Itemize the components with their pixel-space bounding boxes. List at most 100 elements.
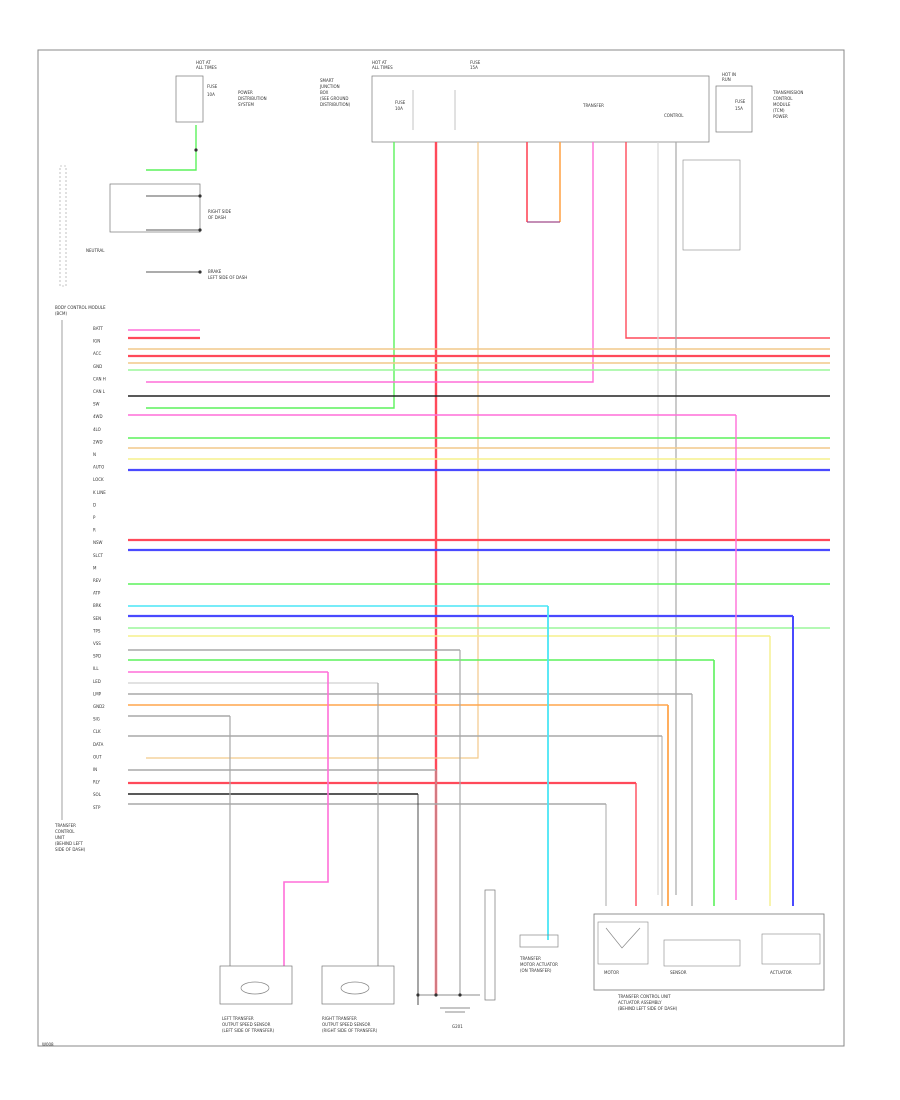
svg-text:(BEHIND LEFT: (BEHIND LEFT <box>55 841 83 846</box>
svg-text:(RIGHT SIDE OF TRANSFER): (RIGHT SIDE OF TRANSFER) <box>322 1028 378 1033</box>
splice-dot <box>458 993 462 997</box>
pin-label: VSS <box>93 641 101 646</box>
pin-label: K LINE <box>93 490 106 495</box>
pin-label: 4WD <box>93 414 103 419</box>
neutral-label: NEUTRAL <box>86 248 105 253</box>
pin-label: BRK <box>93 603 102 608</box>
fuse-box-center: HOT AT ALL TIMES FUSE 15A FUSE 10A SMART… <box>319 60 710 143</box>
pin-label: SLCT <box>93 553 104 558</box>
pin-label: AUTO <box>93 465 104 470</box>
pin-label: CAN L <box>93 389 106 394</box>
svg-text:JUNCTION: JUNCTION <box>319 84 340 89</box>
relay-left-line-2: SYSTEM <box>238 102 254 107</box>
pin-label: R <box>93 528 96 533</box>
pin-label: CLK <box>93 729 101 734</box>
relay-box <box>682 159 741 251</box>
right-speed-sensor: RIGHT TRANSFER OUTPUT SPEED SENSOR (RIGH… <box>321 965 395 1033</box>
wire-pink-sensor <box>283 672 329 966</box>
pin-label: SW <box>93 402 100 407</box>
fuse-box-left: HOT AT ALL TIMES FUSE 10A POWER DISTRIBU… <box>175 60 267 123</box>
diagram-frame <box>37 49 845 1047</box>
splice-dot <box>198 194 202 198</box>
pin-label: CAN H <box>93 376 106 381</box>
controller: BODY CONTROL MODULE (BCM) TRANSFER CONTR… <box>54 305 106 852</box>
svg-text:OUTPUT SPEED SENSOR: OUTPUT SPEED SENSOR <box>322 1022 371 1027</box>
page-code: W008 <box>42 1042 54 1047</box>
pin-label: DATA <box>93 742 104 747</box>
pin-label: REV <box>93 578 101 583</box>
svg-text:RUN: RUN <box>722 77 731 82</box>
svg-text:SMART: SMART <box>320 78 334 83</box>
svg-text:POWER: POWER <box>773 114 788 119</box>
pin-label: P <box>93 515 96 520</box>
svg-text:UNIT: UNIT <box>55 835 65 840</box>
main-label: TRANSFER <box>582 103 604 108</box>
wires <box>128 125 830 1005</box>
wire-tan-trunk <box>146 142 479 759</box>
svg-text:(LEFT SIDE OF TRANSFER): (LEFT SIDE OF TRANSFER) <box>222 1028 275 1033</box>
svg-text:FUSE: FUSE <box>395 100 406 105</box>
svg-text:FUSE: FUSE <box>470 60 481 65</box>
pin-label: STP <box>93 805 101 810</box>
wire-fuse-left <box>146 125 197 171</box>
svg-text:10A: 10A <box>395 106 403 111</box>
svg-text:LEFT TRANSFER: LEFT TRANSFER <box>222 1016 254 1021</box>
svg-text:FUSE: FUSE <box>207 84 218 89</box>
splice-dot <box>416 993 420 997</box>
svg-text:(SEE GROUND: (SEE GROUND <box>320 96 348 101</box>
svg-text:SIDE OF DASH): SIDE OF DASH) <box>55 847 86 852</box>
neutral-switch: RIGHT SIDE OF DASH NEUTRAL BRAKE LEFT SI… <box>59 165 247 287</box>
svg-text:DISTRIBUTION): DISTRIBUTION) <box>320 102 351 107</box>
svg-text:G201: G201 <box>452 1024 463 1029</box>
pin-label: SPD <box>93 654 101 659</box>
svg-text:(ON TRANSFER): (ON TRANSFER) <box>520 968 552 973</box>
svg-text:(BCM): (BCM) <box>55 311 67 316</box>
svg-text:CONTROL: CONTROL <box>773 96 793 101</box>
pin-label: IN <box>93 767 97 772</box>
left-speed-sensor: LEFT TRANSFER OUTPUT SPEED SENSOR (LEFT … <box>219 965 293 1033</box>
wire-pink-upper <box>146 142 594 383</box>
relay-left-line-0: POWER <box>238 90 253 95</box>
relay-left-line-1: DISTRIBUTION <box>238 96 267 101</box>
svg-text:RIGHT SIDE: RIGHT SIDE <box>208 209 232 214</box>
pin-label: GND <box>93 364 102 369</box>
pin-label: ILL <box>93 666 99 671</box>
svg-text:ACTUATOR ASSEMBLY: ACTUATOR ASSEMBLY <box>618 1000 662 1005</box>
svg-text:ALL TIMES: ALL TIMES <box>372 65 393 70</box>
actuator-assembly: MOTOR SENSOR ACTUATOR TRANSFER CONTROL U… <box>593 913 825 1011</box>
svg-text:MOTOR: MOTOR <box>604 970 619 975</box>
pin-label: SIG <box>93 717 100 722</box>
pin-label: 4LO <box>93 427 101 432</box>
pin-label: LOCK <box>93 477 104 482</box>
pin-label: BATT <box>93 326 104 331</box>
pin-label: D <box>93 502 96 507</box>
svg-text:15A: 15A <box>470 65 478 70</box>
transfer-motor: TRANSFER MOTOR ACTUATOR (ON TRANSFER) <box>484 889 559 1001</box>
svg-text:ACTUATOR: ACTUATOR <box>770 970 792 975</box>
pin-label: N <box>93 452 96 457</box>
pin-label: LMP <box>93 691 102 696</box>
pin-label: RLY <box>93 780 100 785</box>
pin-label: IGN <box>93 339 100 344</box>
svg-text:OUTPUT SPEED SENSOR: OUTPUT SPEED SENSOR <box>222 1022 271 1027</box>
svg-text:TRANSFER: TRANSFER <box>54 823 76 828</box>
fuse-box-right: HOT IN RUN FUSE 15A TRANSMISSION CONTROL… <box>715 72 803 133</box>
svg-text:FUSE: FUSE <box>735 99 746 104</box>
svg-text:TRANSFER CONTROL UNIT: TRANSFER CONTROL UNIT <box>617 994 671 999</box>
svg-text:MODULE: MODULE <box>773 102 791 107</box>
pin-label: SOL <box>93 792 102 797</box>
svg-text:BRAKE: BRAKE <box>208 269 222 274</box>
svg-text:HOT IN: HOT IN <box>722 72 736 77</box>
wire-red-right <box>625 142 830 339</box>
pin-label: OUT <box>93 754 102 759</box>
svg-text:BOX: BOX <box>320 90 329 95</box>
svg-text:MOTOR ACTUATOR: MOTOR ACTUATOR <box>520 962 558 967</box>
splice-dot <box>198 270 202 274</box>
svg-text:RIGHT TRANSFER: RIGHT TRANSFER <box>322 1016 357 1021</box>
main-sub: CONTROL <box>664 113 684 118</box>
pin-label: ACC <box>93 351 101 356</box>
svg-text:(TCM): (TCM) <box>773 108 785 113</box>
svg-text:HOT AT: HOT AT <box>196 60 211 65</box>
pin-label: TPS <box>92 628 101 633</box>
splice-dot <box>198 228 202 232</box>
